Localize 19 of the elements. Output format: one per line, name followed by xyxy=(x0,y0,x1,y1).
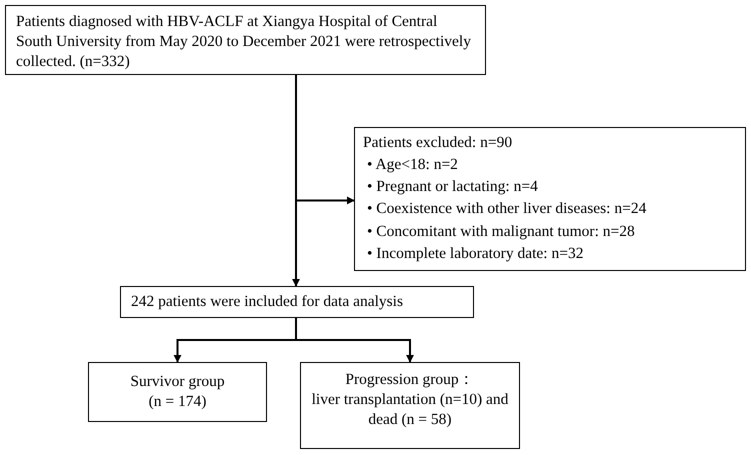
box-heading: Progression group： xyxy=(344,370,476,390)
bullet-item: • Pregnant or lactating: n=4 xyxy=(366,177,539,198)
process-box xyxy=(88,362,267,422)
arrow xyxy=(295,75,355,204)
box-heading: Patients excluded: n=90 xyxy=(363,133,514,153)
box-heading: Survivor group xyxy=(129,372,226,392)
box-heading: Patients diagnosed with HBV-ACLF at Xiangya Hospital of Central South University from May 2020 to December 2021 were retrospectively collected. (n=332) xyxy=(16,12,472,72)
process-box xyxy=(5,5,486,75)
process-box xyxy=(354,127,746,271)
process-box xyxy=(120,286,474,318)
process-box xyxy=(300,362,520,449)
box-text: liver transplantation (n=10) and dead (n = 58) xyxy=(310,390,510,430)
arrow xyxy=(295,318,414,363)
bullet-item: • Age<18: n=2 xyxy=(366,155,459,176)
box-heading: 242 patients were included for data analysis xyxy=(131,292,404,312)
bullet-item: • Concomitant with malignant tumor: n=28 xyxy=(366,222,636,242)
box-text: (n = 174) xyxy=(148,392,208,412)
bullet-item: • Incomplete laboratory date: n=32 xyxy=(366,244,584,264)
bullet-item: • Coexistence with other liver diseases: n=24 xyxy=(366,199,648,220)
